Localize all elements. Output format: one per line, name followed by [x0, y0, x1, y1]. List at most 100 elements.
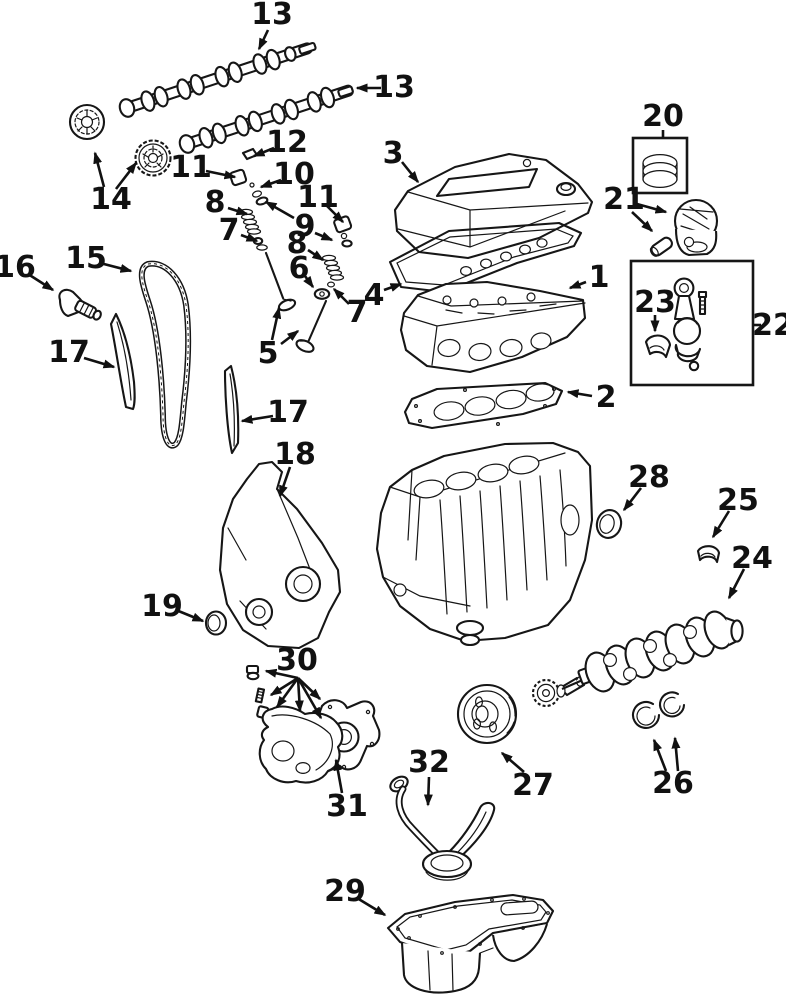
callout-label: 17: [267, 395, 309, 430]
timing-cover-drawing: [218, 460, 342, 650]
callout-4-3: 4: [364, 278, 403, 313]
callout-arrow: [294, 677, 304, 713]
callout-label: 21: [603, 182, 645, 217]
callout-arrow: [297, 677, 322, 701]
valve-train-drawing: [229, 147, 353, 353]
crank-pulley-drawing: [456, 683, 518, 745]
callout-arrow: [240, 233, 259, 243]
valve-keeper-12: [241, 147, 259, 161]
oil-pump-drawing: [258, 699, 381, 784]
callout-19-23: 19: [141, 589, 205, 624]
callout-24-28: 24: [727, 541, 773, 600]
callout-12-14: 12: [252, 125, 308, 160]
callout-arrow: [500, 752, 525, 773]
callout-label: 8: [287, 226, 308, 261]
camshaft-drawing-bottom: [178, 84, 354, 154]
cylinder-head-drawing: [399, 280, 587, 374]
callout-25-29: 25: [711, 483, 759, 539]
rod-bearing-drawing: [644, 334, 672, 359]
callout-label: 7: [219, 213, 240, 248]
callout-label: 10: [273, 157, 315, 192]
callout-arrow: [622, 487, 643, 512]
callout-label: 2: [596, 380, 617, 415]
callout-label: 20: [642, 99, 684, 134]
callout-11-12: 11: [170, 150, 237, 185]
callout-label: 19: [141, 589, 183, 624]
callout-label: 14: [90, 182, 132, 217]
callout-arrow: [83, 356, 116, 369]
callout-arrow: [252, 146, 275, 158]
callout-arrow: [27, 272, 55, 292]
callout-13-16: 13: [355, 70, 415, 105]
callout-arrow: [332, 287, 350, 305]
rear-seal-drawing: [595, 509, 623, 539]
callout-label: 25: [717, 483, 759, 518]
callout-arrow: [114, 161, 138, 190]
callout-arrow: [568, 280, 587, 290]
chain-guide-drawing-right: [223, 364, 240, 455]
callout-16-19: 16: [0, 250, 55, 292]
callout-20-24: 20: [642, 99, 684, 138]
callout-arrow: [259, 178, 282, 189]
callout-arrow: [303, 275, 315, 289]
callout-18-22: 18: [274, 437, 316, 498]
callout-30-34: 30: [264, 643, 323, 720]
callout-23-27: 23: [634, 285, 676, 333]
callout-15-18: 15: [65, 241, 133, 276]
callout-arrow: [227, 206, 249, 216]
callout-22-26: 22: [752, 308, 786, 343]
camshaft-drawing-top: [118, 41, 317, 118]
valve-5-right: [295, 299, 328, 353]
callout-arrow: [636, 202, 668, 214]
callout-arrow: [269, 676, 299, 697]
oil-pickup-tube-drawing: [389, 775, 496, 881]
callout-arrow: [566, 389, 593, 399]
callout-label: 26: [652, 766, 694, 801]
callout-arrow: [307, 248, 325, 262]
valve-5-left: [264, 251, 297, 312]
callout-label: 16: [0, 250, 36, 285]
spring-retainer-9-left: [255, 196, 269, 206]
callout-label: 9: [295, 209, 316, 244]
valve-lifter-11-right: [333, 215, 353, 234]
callout-arrow: [652, 738, 668, 772]
callout-8-9: 8: [287, 226, 325, 262]
callout-label: 22: [752, 308, 786, 343]
callout-arrow: [93, 151, 106, 188]
valve-cover-gasket-drawing: [388, 221, 583, 294]
callout-arrow: [278, 466, 292, 498]
callout-label: 18: [274, 437, 316, 472]
callout-label: 11: [170, 150, 212, 185]
callout-arrow: [275, 677, 300, 709]
wrist-pin-drawing: [649, 236, 673, 257]
piston-drawing: [673, 198, 719, 257]
callout-label: 6: [289, 251, 310, 286]
oil-pan-drawing: [386, 893, 555, 994]
callout-label: 23: [634, 285, 676, 320]
callout-label: 13: [251, 0, 293, 32]
callout-17-20: 17: [48, 335, 116, 370]
connecting-rod-box: [629, 259, 755, 387]
callout-arrow: [383, 282, 403, 292]
callout-label: 7: [347, 295, 368, 330]
callout-8-8: 8: [205, 185, 249, 220]
callout-6-5: 6: [289, 251, 315, 289]
callout-arrow: [175, 608, 205, 623]
callout-arrow: [314, 231, 334, 242]
valve-spring-8-right: [321, 254, 345, 281]
callout-2-1: 2: [566, 380, 617, 415]
callout-7-7: 7: [332, 287, 368, 330]
callout-arrow: [423, 776, 433, 807]
connecting-rod-drawing: [672, 277, 708, 372]
callout-31-35: 31: [326, 758, 368, 824]
callout-label: 1: [589, 260, 610, 295]
callout-arrow: [264, 668, 299, 680]
callout-arrow: [270, 306, 282, 341]
callout-arrow: [240, 414, 274, 424]
front-seal-drawing: [204, 610, 228, 636]
head-gasket-drawing: [403, 381, 564, 430]
callout-label: 4: [364, 278, 385, 313]
callout-29-33: 29: [324, 874, 387, 917]
valve-cover-drawing: [393, 152, 594, 260]
